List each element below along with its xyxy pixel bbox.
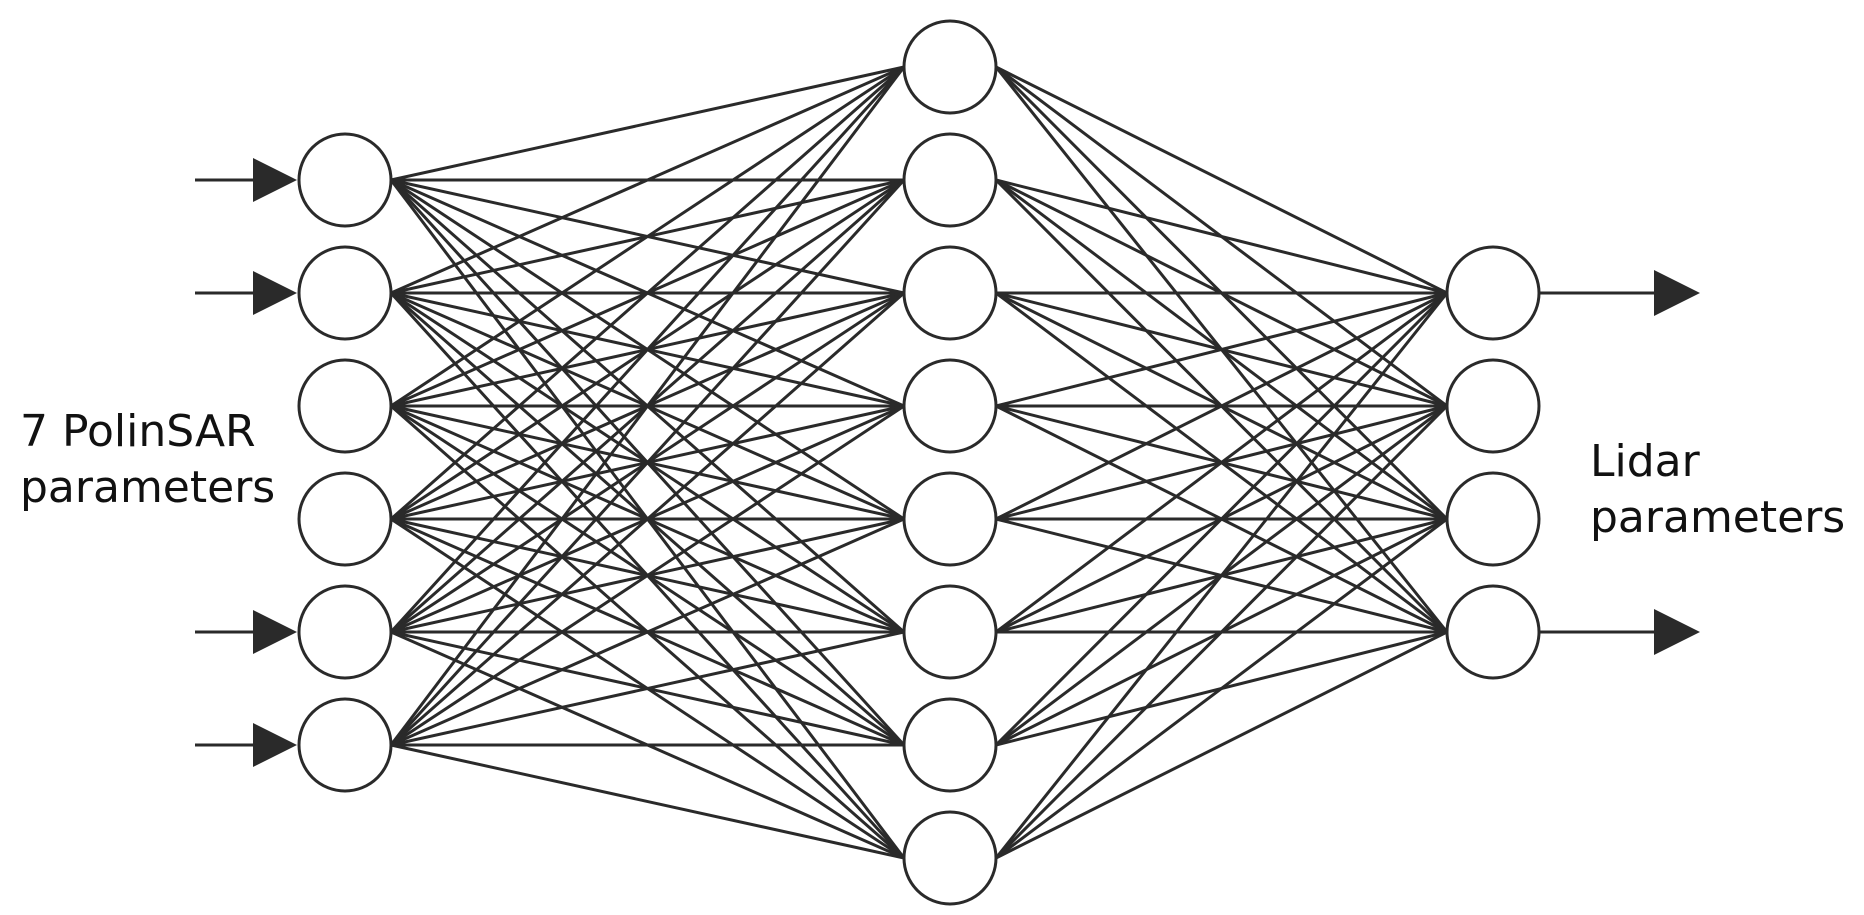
input-label-line2: parameters <box>20 462 275 513</box>
connection-input-5-hidden-7 <box>390 743 905 860</box>
output-node-1 <box>1445 245 1541 341</box>
hidden-node-3 <box>902 245 998 341</box>
connection-hidden-7-output-1 <box>994 404 1449 860</box>
connection-input-5-hidden-4 <box>390 517 905 747</box>
connection-input-2-hidden-0 <box>390 65 905 408</box>
connection-hidden-3-output-0 <box>995 291 1448 408</box>
connection-input-5-hidden-1 <box>389 178 906 747</box>
input-arrow-6 <box>195 723 297 767</box>
connection-input-5-hidden-2 <box>390 291 905 747</box>
connection-input-3-hidden-0 <box>390 65 905 521</box>
input-arrow-1 <box>195 158 297 202</box>
hidden-node-2 <box>902 132 998 228</box>
output-label-line2: parameters <box>1590 492 1845 543</box>
connection-input-4-hidden-0 <box>389 65 906 634</box>
output-label-line1: Lidar <box>1590 436 1701 487</box>
connection-hidden-7-output-3 <box>995 630 1448 860</box>
input-node-2 <box>297 245 393 341</box>
hidden-node-8 <box>902 810 998 906</box>
output-node-3 <box>1445 471 1541 567</box>
output-arrow-4 <box>1539 609 1700 655</box>
output-node-4 <box>1445 584 1541 680</box>
input-node-5 <box>297 584 393 680</box>
output-arrow-1 <box>1539 270 1700 316</box>
output-node-2 <box>1445 358 1541 454</box>
connection-input-5-hidden-0 <box>389 66 906 746</box>
input-node-3 <box>297 358 393 454</box>
connection-hidden-7-output-0 <box>994 292 1449 859</box>
input-node-6 <box>297 697 393 793</box>
hidden-node-7 <box>902 697 998 793</box>
hidden-node-5 <box>902 471 998 567</box>
hidden-node-1 <box>902 19 998 115</box>
io-arrows <box>195 158 1700 767</box>
hidden-node-4 <box>902 358 998 454</box>
input-label-line1: 7 PolinSAR <box>20 406 256 457</box>
connection-hidden-1-output-0 <box>995 178 1448 295</box>
input-node-4 <box>297 471 393 567</box>
connection-input-5-hidden-5 <box>390 630 905 747</box>
hidden-node-6 <box>902 584 998 680</box>
input-arrow-5 <box>195 610 297 654</box>
input-node-1 <box>297 132 393 228</box>
connection-input-0-hidden-0 <box>390 65 905 182</box>
neurons <box>297 19 1541 906</box>
connection-input-1-hidden-0 <box>390 65 905 295</box>
connection-hidden-0-output-0 <box>995 65 1448 295</box>
input-arrow-2 <box>195 271 297 315</box>
connection-hidden-6-output-0 <box>994 291 1449 747</box>
connection-input-5-hidden-3 <box>390 404 905 747</box>
connections <box>389 65 1449 860</box>
connection-hidden-4-output-0 <box>995 291 1448 521</box>
connection-hidden-5-output-0 <box>995 291 1448 634</box>
connection-hidden-7-output-2 <box>995 517 1448 860</box>
